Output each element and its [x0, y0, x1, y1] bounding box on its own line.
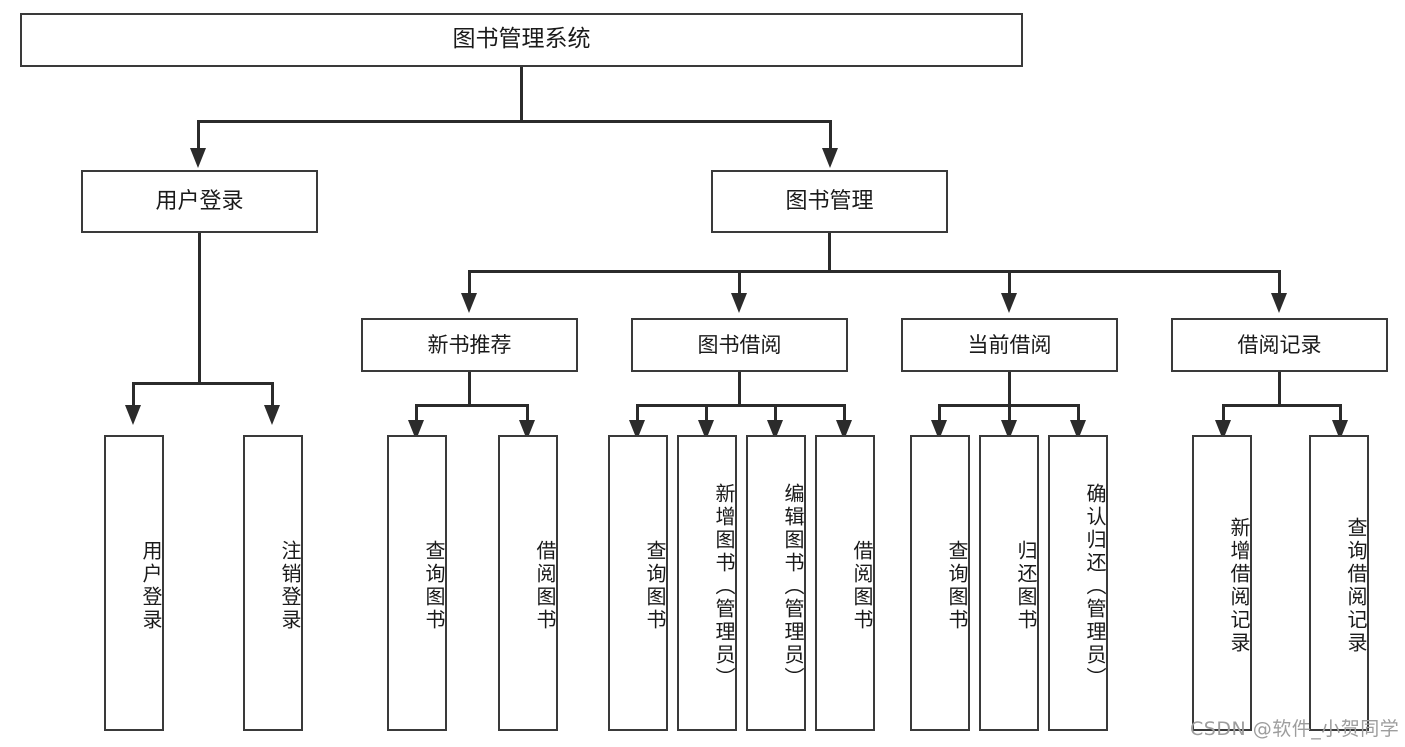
edge-drop-book-borrow	[738, 270, 741, 295]
node-book-borrow[interactable]: 图书借阅	[631, 318, 848, 372]
node-new-book-rec-label: 新书推荐	[427, 332, 512, 357]
arrow-borrow-record	[1271, 293, 1287, 313]
arrow-new-book-rec	[461, 293, 477, 313]
edge-book-manage-stem	[828, 233, 831, 273]
node-root[interactable]: 图书管理系统	[20, 13, 1023, 67]
edge-book-borrow-bus	[636, 404, 844, 407]
edge-drop-leaf-add-record	[1222, 404, 1225, 424]
edge-drop-leaf-query-record	[1339, 404, 1342, 424]
edge-root-stem	[520, 67, 523, 122]
edge-drop-book-manage	[829, 120, 832, 150]
edge-drop-new-book-rec	[468, 270, 471, 295]
leaf-add-book[interactable]: 新增图书（管理员）	[677, 435, 737, 731]
edge-drop-leaf-return-book	[1008, 404, 1011, 424]
edge-drop-leaf-user-login	[132, 382, 135, 407]
node-book-borrow-label: 图书借阅	[697, 332, 782, 357]
leaf-query-record-label: 查询借阅记录	[1344, 517, 1368, 655]
edge-current-borrow-stem	[1008, 372, 1011, 407]
leaf-confirm-return[interactable]: 确认归还（管理员）	[1048, 435, 1108, 731]
leaf-add-record-label: 新增借阅记录	[1227, 517, 1251, 655]
arrow-book-borrow	[731, 293, 747, 313]
edge-drop-leaf-edit-book	[774, 404, 777, 424]
node-user-login-label: 用户登录	[155, 188, 244, 214]
leaf-add-record[interactable]: 新增借阅记录	[1192, 435, 1252, 731]
leaf-confirm-return-label: 确认归还（管理员）	[1083, 482, 1107, 690]
leaf-borrow-book-1[interactable]: 借阅图书	[498, 435, 558, 731]
edge-drop-leaf-borrow-book-1	[526, 404, 529, 424]
leaf-edit-book[interactable]: 编辑图书（管理员）	[746, 435, 806, 731]
edge-drop-user-login	[197, 120, 200, 150]
leaf-logout-label: 注销登录	[278, 540, 302, 632]
leaf-user-login[interactable]: 用户登录	[104, 435, 164, 731]
node-root-label: 图书管理系统	[452, 26, 591, 53]
edge-drop-leaf-add-book	[705, 404, 708, 424]
node-borrow-record[interactable]: 借阅记录	[1171, 318, 1388, 372]
node-book-manage[interactable]: 图书管理	[711, 170, 948, 233]
leaf-return-book[interactable]: 归还图书	[979, 435, 1039, 731]
leaf-return-book-label: 归还图书	[1014, 540, 1038, 632]
arrow-user-login	[190, 148, 206, 168]
edge-drop-leaf-borrow-book-2	[843, 404, 846, 424]
leaf-query-book-2-label: 查询图书	[643, 540, 667, 632]
leaf-query-book-2[interactable]: 查询图书	[608, 435, 668, 731]
leaf-query-book-3[interactable]: 查询图书	[910, 435, 970, 731]
leaf-borrow-book-1-label: 借阅图书	[533, 540, 557, 632]
node-book-manage-label: 图书管理	[785, 188, 874, 214]
edge-root-bus	[197, 120, 832, 123]
edge-book-manage-bus	[468, 270, 1281, 273]
leaf-borrow-book-2-label: 借阅图书	[850, 540, 874, 632]
edge-user-login-stem	[198, 233, 201, 385]
arrow-current-borrow	[1001, 293, 1017, 313]
leaf-add-book-label: 新增图书（管理员）	[712, 482, 736, 690]
leaf-borrow-book-2[interactable]: 借阅图书	[815, 435, 875, 731]
edge-new-book-rec-bus	[415, 404, 529, 407]
edge-drop-leaf-query-book-2	[636, 404, 639, 424]
leaf-edit-book-label: 编辑图书（管理员）	[781, 482, 805, 690]
node-borrow-record-label: 借阅记录	[1237, 332, 1322, 357]
node-current-borrow-label: 当前借阅	[967, 332, 1052, 357]
arrow-book-manage	[822, 148, 838, 168]
leaf-query-book-1[interactable]: 查询图书	[387, 435, 447, 731]
edge-drop-current-borrow	[1008, 270, 1011, 295]
leaf-logout[interactable]: 注销登录	[243, 435, 303, 731]
edge-drop-leaf-query-book-1	[415, 404, 418, 424]
leaf-query-record[interactable]: 查询借阅记录	[1309, 435, 1369, 731]
edge-drop-borrow-record	[1278, 270, 1281, 295]
arrow-leaf-user-login	[125, 405, 141, 425]
edge-drop-leaf-logout	[271, 382, 274, 407]
leaf-query-book-1-label: 查询图书	[422, 540, 446, 632]
node-current-borrow[interactable]: 当前借阅	[901, 318, 1118, 372]
edge-drop-leaf-query-book-3	[938, 404, 941, 424]
leaf-query-book-3-label: 查询图书	[945, 540, 969, 632]
node-new-book-rec[interactable]: 新书推荐	[361, 318, 578, 372]
leaf-user-login-label: 用户登录	[139, 540, 163, 632]
edge-user-login-bus	[132, 382, 274, 385]
arrow-leaf-logout	[264, 405, 280, 425]
edge-borrow-record-bus	[1222, 404, 1342, 407]
edge-new-book-rec-stem	[468, 372, 471, 407]
node-user-login[interactable]: 用户登录	[81, 170, 318, 233]
edge-borrow-record-stem	[1278, 372, 1281, 407]
edge-book-borrow-stem	[738, 372, 741, 407]
edge-drop-leaf-confirm-return	[1077, 404, 1080, 424]
